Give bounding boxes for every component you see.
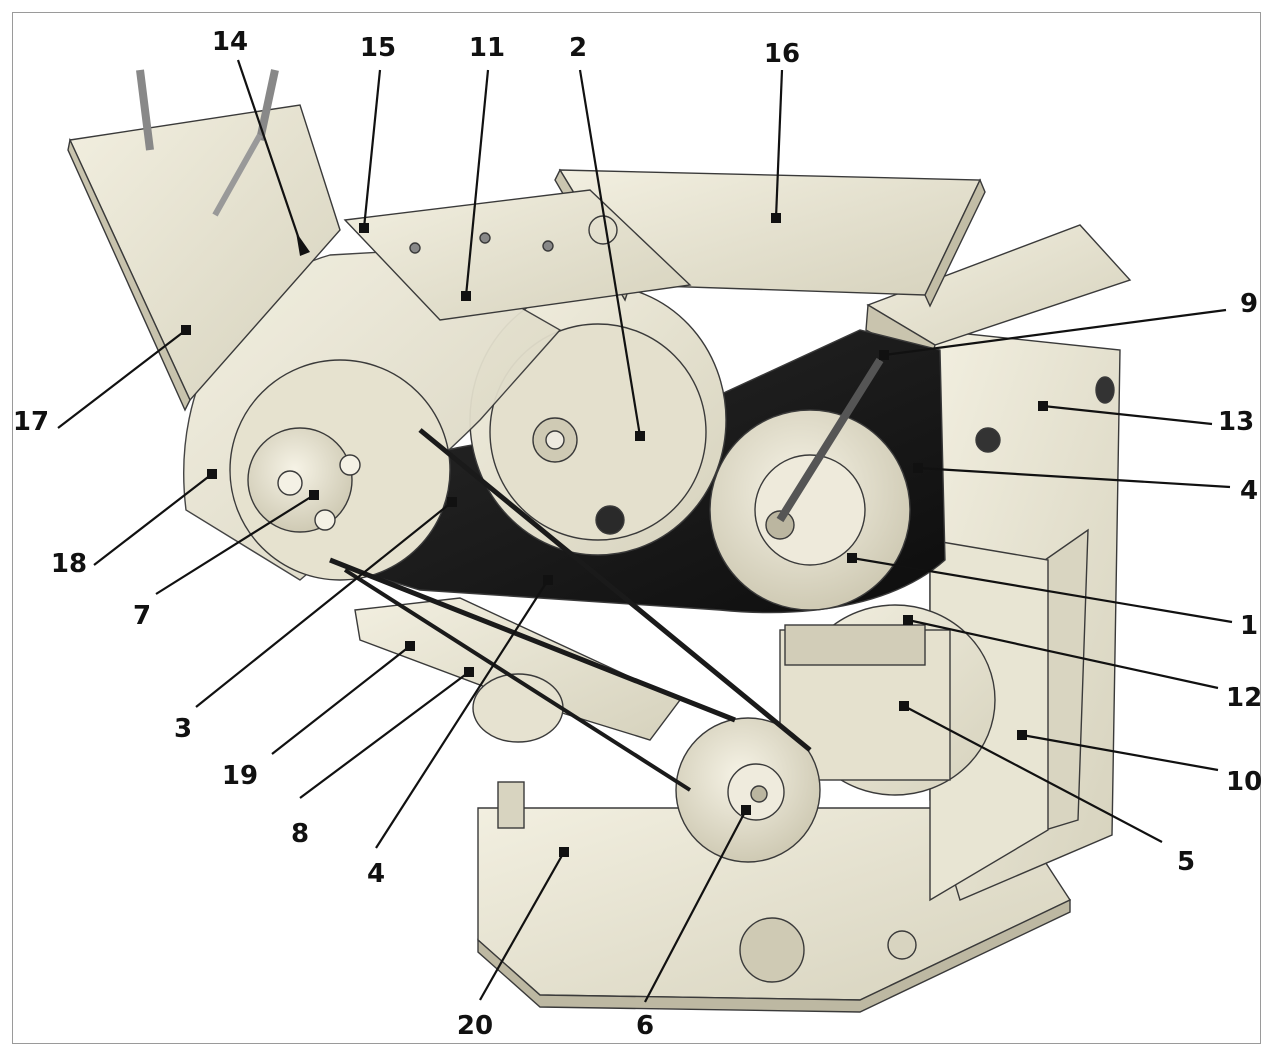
leader-line-12 [907, 618, 1219, 690]
leader-line-17 [57, 329, 187, 429]
leader-line-19 [271, 645, 411, 755]
callout-2: 2 [569, 33, 587, 63]
marker-19 [405, 641, 415, 651]
marker-16 [771, 213, 781, 223]
leader-line-9 [883, 308, 1227, 357]
marker-8 [464, 667, 474, 677]
leader-line-11 [464, 69, 490, 297]
callout-3: 3 [174, 714, 192, 744]
marker-6 [741, 805, 751, 815]
marker-18 [207, 469, 217, 479]
leader-line-8 [299, 671, 470, 799]
machine-artwork [67, 69, 1132, 1013]
callout-18: 18 [51, 549, 87, 579]
marker-20 [559, 847, 569, 857]
callout-10: 10 [1226, 767, 1262, 797]
leader-line-20 [479, 851, 565, 1001]
leader-line-14 [236, 59, 304, 249]
callout-15: 15 [360, 33, 396, 63]
callout-16: 16 [764, 39, 800, 69]
leader-line-4a [917, 466, 1231, 489]
marker-5 [899, 701, 909, 711]
leader-line-1 [851, 556, 1233, 624]
marker-13 [1038, 401, 1048, 411]
callout-1: 1 [1240, 611, 1258, 641]
leader-line-13 [1042, 404, 1213, 426]
callout-4-lower: 4 [367, 859, 385, 889]
leader-line-15 [362, 69, 382, 229]
leader-line-6 [644, 809, 747, 1003]
leader-line-5 [903, 705, 1163, 843]
marker-7 [309, 490, 319, 500]
leader-line-3 [195, 501, 453, 708]
callout-8: 8 [291, 819, 309, 849]
callout-12: 12 [1226, 683, 1262, 713]
callout-9: 9 [1240, 289, 1258, 319]
leader-line-18 [93, 473, 213, 566]
figure-frame [12, 12, 1261, 1044]
leader-line-10 [1021, 733, 1219, 772]
v-belt [329, 557, 736, 723]
leader-line-2 [578, 69, 642, 437]
callout-20: 20 [457, 1011, 493, 1041]
callout-6: 6 [636, 1011, 654, 1041]
marker-10 [1017, 730, 1027, 740]
marker-1 [847, 553, 857, 563]
callout-14: 14 [212, 27, 248, 57]
feed-plate [343, 189, 692, 321]
callout-labels: 1 2 3 4 4 5 6 7 8 9 10 11 12 13 14 15 16… [13, 27, 1262, 1041]
callout-5: 5 [1177, 847, 1195, 877]
marker-3 [447, 497, 457, 507]
marker-11 [461, 291, 471, 301]
marker-14 [296, 232, 310, 256]
callout-4-right: 4 [1240, 476, 1258, 506]
marker-4a [913, 463, 923, 473]
marker-2 [635, 431, 645, 441]
callout-19: 19 [222, 761, 258, 791]
callout-7: 7 [133, 601, 151, 631]
callout-17: 17 [13, 407, 49, 437]
marker-12 [903, 615, 913, 625]
leader-line-7 [155, 494, 315, 595]
callout-13: 13 [1218, 407, 1254, 437]
marker-15 [359, 223, 369, 233]
marker-17 [181, 325, 191, 335]
marker-4b [543, 575, 553, 585]
leader-line-4b [375, 579, 549, 849]
leader-line-16 [774, 69, 784, 219]
marker-9 [879, 350, 889, 360]
leader-lines [57, 59, 1233, 1003]
callout-11: 11 [469, 33, 505, 63]
tension-arm [354, 597, 682, 741]
